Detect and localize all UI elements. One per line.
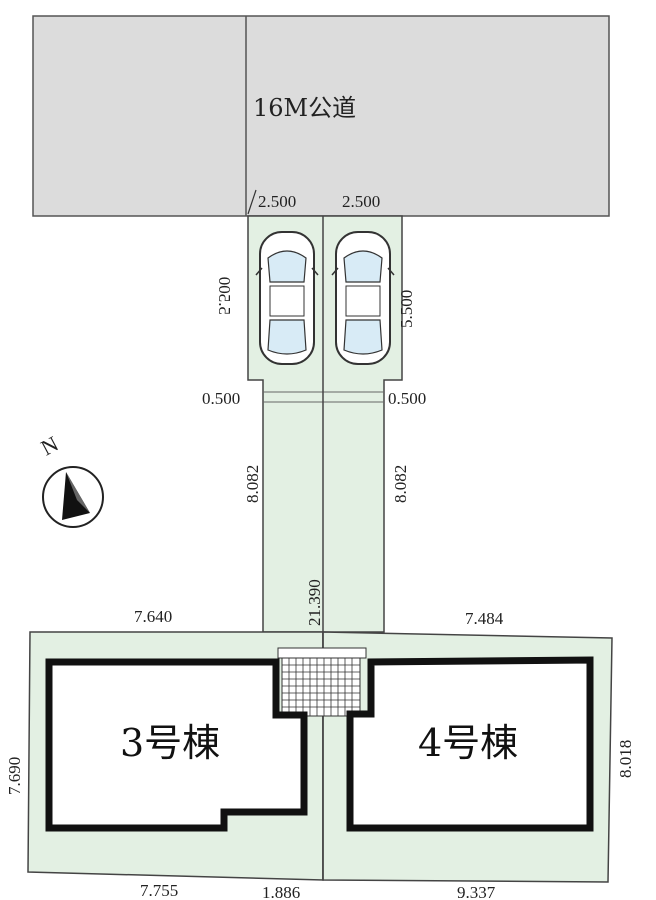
building-3-outline [45, 658, 308, 832]
dim-gap-right: 0.500 [388, 389, 426, 408]
dim-parking-depth-left: 5.500 [215, 277, 234, 315]
road-area [32, 15, 610, 217]
dim-parking-width-right: 2.500 [342, 192, 380, 211]
car-icon-left [255, 231, 319, 365]
north-compass-icon: N [37, 431, 104, 528]
dim-lot3-top: 7.640 [134, 607, 172, 626]
dim-lot3-left: 7.690 [5, 757, 24, 795]
road-label: 16M公道 [253, 94, 356, 122]
dim-center-line: 21.390 [305, 579, 324, 626]
dim-lot4-top: 7.484 [465, 609, 504, 628]
dim-driveway-right: 8.082 [391, 465, 410, 503]
dim-lot4-bottom: 9.337 [457, 883, 496, 900]
dim-lot3-bottom: 7.755 [140, 881, 178, 900]
dim-parking-depth-right: 5.500 [397, 290, 416, 328]
dim-driveway-left: 8.082 [243, 465, 262, 503]
dim-lot4-right: 8.018 [616, 740, 635, 778]
building-4-outline [346, 656, 594, 832]
car-icon-right [331, 231, 395, 365]
dim-bottom-middle: 1.886 [262, 883, 300, 900]
dim-gap-left: 0.500 [202, 389, 240, 408]
building-3-label: 3号棟 [120, 721, 220, 765]
building-4-label: 4号棟 [418, 721, 518, 765]
shared-steps [277, 647, 367, 717]
compass-north-label: N [37, 431, 63, 461]
dim-parking-width-left: 2.500 [258, 192, 296, 211]
